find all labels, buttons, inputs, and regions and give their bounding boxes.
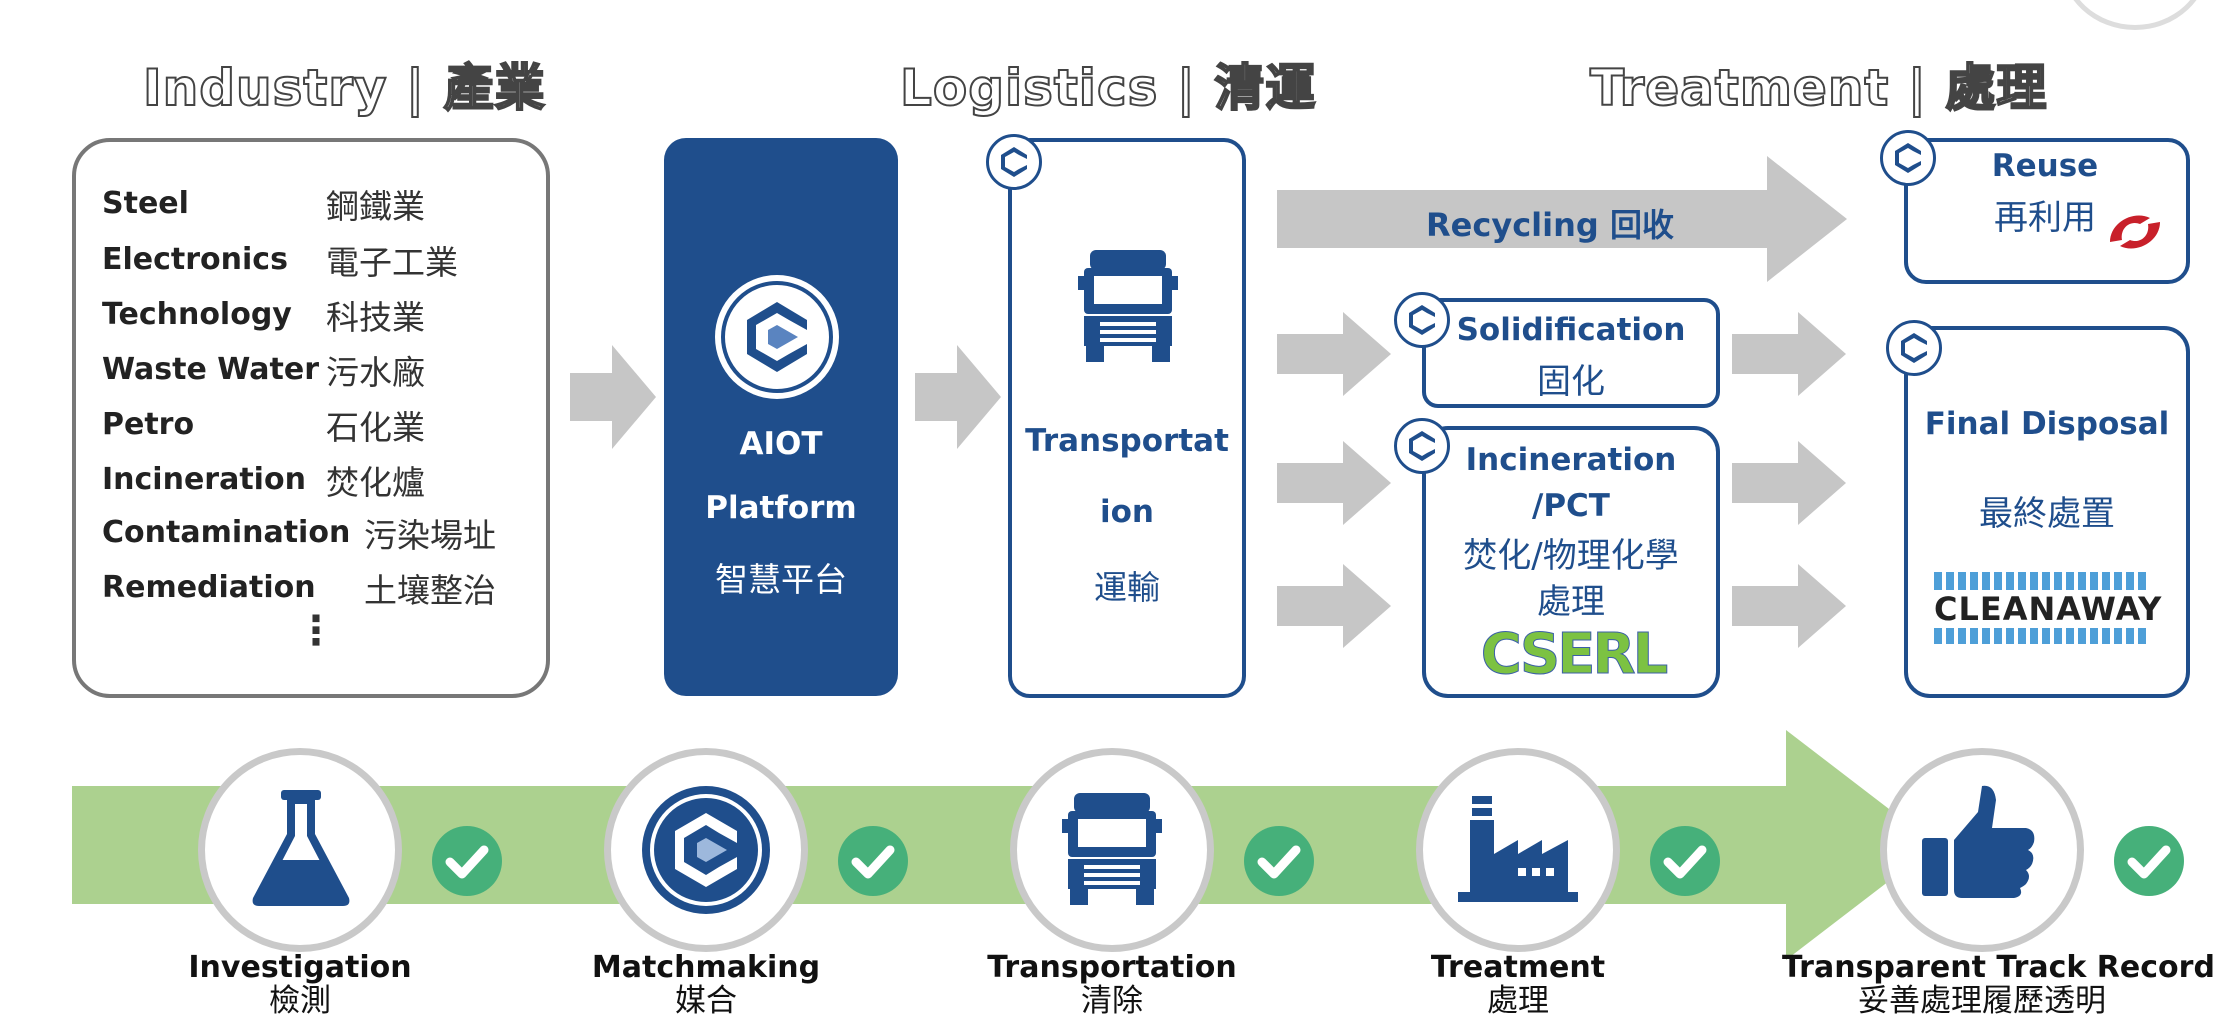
step-label-transportation-zh: 清除	[1081, 983, 1143, 1019]
arrow-to-incineration-2	[1277, 564, 1391, 648]
industry-en-5: Petro	[102, 407, 195, 442]
incineration-label-1: Incineration	[1465, 442, 1677, 478]
arrow-incineration-to-disposal-1	[1732, 441, 1846, 525]
step-label-treatment-zh: 處理	[1487, 983, 1549, 1019]
truck-icon-step	[1062, 790, 1162, 908]
industry-en-3: Technology	[102, 297, 292, 332]
solidification-box	[1422, 298, 1720, 408]
industry-more-dots: ⋮	[296, 608, 336, 654]
check-icon-5	[2114, 826, 2184, 896]
treatment-header: Treatment | 處理	[1589, 58, 2048, 118]
check-icon-2	[838, 826, 908, 896]
arrow-to-incineration-1	[1277, 441, 1391, 525]
platform-badge-icon	[986, 134, 1042, 190]
industry-zh-5: 石化業	[326, 408, 425, 447]
industry-en-7: Contamination	[102, 515, 351, 550]
check-icon-1	[432, 826, 502, 896]
corner-decoration	[2060, 0, 2210, 30]
reuse-box	[1904, 138, 2190, 284]
check-icon-4	[1650, 826, 1720, 896]
industry-zh-1: 鋼鐵業	[326, 187, 425, 226]
step-label-investigation-zh: 檢測	[269, 983, 331, 1019]
industry-zh-4: 污水廠	[326, 353, 425, 392]
arrow-to-solidification	[1277, 312, 1391, 396]
check-icon-3	[1244, 826, 1314, 896]
industry-list-box	[72, 138, 550, 698]
factory-icon	[1458, 796, 1578, 902]
flask-icon	[249, 790, 353, 908]
arrow-incineration-to-disposal-2	[1732, 564, 1846, 648]
platform-logo-icon	[712, 272, 842, 402]
step-label-matchmaking-zh: 媒合	[675, 983, 737, 1019]
reuse-badge-icon	[1880, 130, 1936, 186]
industry-en-4: Waste Water	[102, 352, 320, 387]
solidification-label: Solidification	[1456, 312, 1686, 348]
incineration-label-zh-1: 焚化/物理化學	[1463, 536, 1679, 576]
platform-logo-icon-step	[639, 783, 773, 917]
platform-label-zh: 智慧平台	[715, 560, 847, 599]
industry-zh-8: 土壤整治	[364, 571, 496, 610]
final-disposal-label-zh: 最終處置	[1979, 494, 2115, 534]
platform-label-1: AIOT	[739, 426, 823, 462]
thumbs-up-icon	[1922, 782, 2038, 900]
truck-icon	[1078, 250, 1178, 362]
cserl-logo: CSERL	[1480, 622, 1669, 688]
transport-label-zh: 運輸	[1094, 568, 1160, 607]
recycling-label: Recycling 回收	[1426, 206, 1674, 244]
arrow-platform-to-transport	[915, 345, 1001, 449]
step-label-track-record: Transparent Track Record	[1782, 950, 2215, 985]
arrow-industry-to-platform	[570, 345, 656, 449]
aiot-platform-box	[664, 138, 898, 696]
arrow-solidification-to-disposal	[1732, 312, 1846, 396]
transport-label-2: ion	[1100, 494, 1154, 530]
incineration-box	[1422, 426, 1720, 698]
cleanaway-logo: CLEANAWAY	[1934, 590, 2163, 628]
platform-label-2: Platform	[705, 490, 857, 526]
industry-header: Industry | 產業	[142, 58, 546, 118]
industry-en-8: Remediation	[102, 570, 316, 605]
reuse-label-zh: 再利用	[1994, 198, 2096, 238]
industry-en-1: Steel	[102, 186, 189, 221]
step-label-track-record-zh: 妥善處理履歷透明	[1858, 983, 2106, 1019]
final-disposal-label: Final Disposal	[1924, 406, 2170, 442]
step-label-treatment: Treatment	[1430, 950, 1606, 985]
reuse-label: Reuse	[1991, 148, 2099, 184]
industry-en-2: Electronics	[102, 242, 288, 277]
arrow-recycling	[1277, 156, 1847, 282]
process-band-arrowhead	[1786, 730, 1936, 960]
incineration-label-2: /PCT	[1532, 488, 1610, 524]
step-label-investigation: Investigation	[188, 950, 412, 985]
industry-en-6: Incineration	[102, 462, 306, 497]
industry-zh-2: 電子工業	[326, 243, 458, 282]
industry-zh-3: 科技業	[326, 298, 425, 337]
incineration-label-zh-2: 處理	[1537, 582, 1605, 622]
logistics-header: Logistics | 清運	[899, 58, 1317, 118]
final-disposal-badge-icon	[1886, 320, 1942, 376]
industry-zh-7: 污染場址	[364, 516, 496, 555]
step-label-matchmaking: Matchmaking	[591, 950, 821, 985]
transportation-box	[1008, 138, 1246, 698]
reuse-logo-icon	[2100, 200, 2170, 264]
transport-label-1: Transportat	[1025, 423, 1229, 459]
solidification-label-zh: 固化	[1537, 362, 1605, 402]
solidification-badge-icon	[1394, 292, 1450, 348]
incineration-badge-icon	[1394, 418, 1450, 474]
industry-zh-6: 焚化爐	[326, 463, 425, 502]
step-label-transportation: Transportation	[987, 950, 1237, 985]
